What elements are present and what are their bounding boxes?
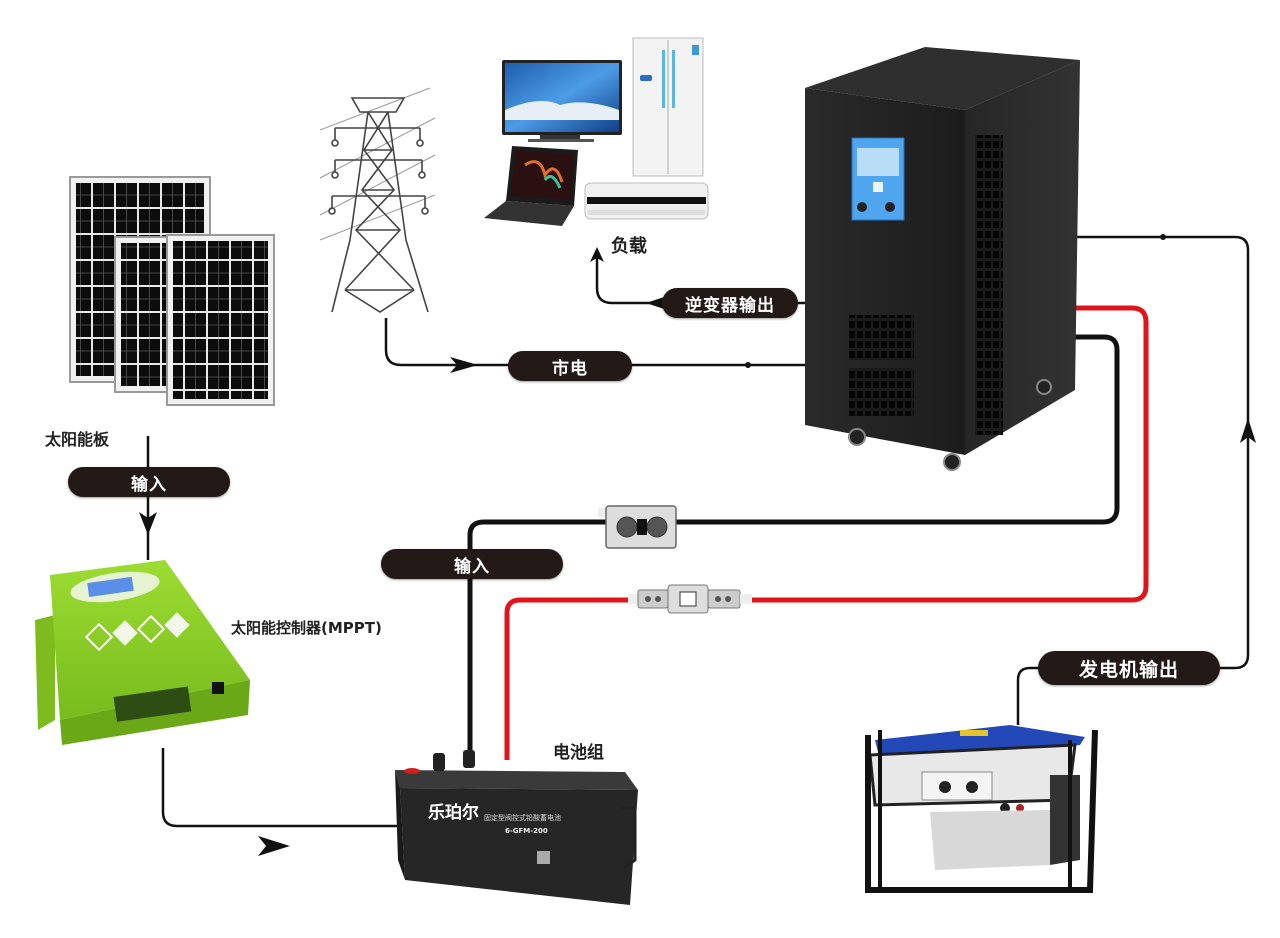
load-arrow — [590, 247, 604, 262]
breaker-icon[interactable] — [598, 505, 677, 549]
wires — [139, 234, 1256, 856]
solar-input-arrow — [139, 512, 157, 535]
load-label: 负载 — [611, 236, 647, 257]
battery-description: 固定型阀控式铅酸蓄电池 — [484, 813, 561, 822]
solar-panels — [69, 176, 275, 406]
generator-output-pill: 发电机输出 — [1038, 651, 1220, 685]
power-tower-icon — [319, 87, 436, 313]
solar-input-pill: 输入 — [68, 467, 230, 497]
battery-bank-label: 电池组 — [553, 743, 604, 763]
battery-model: 6-GFM-200 — [505, 827, 548, 835]
wire-battery-positive — [504, 305, 1149, 760]
battery-icon: 乐珀尔 固定型阀控式铅酸蓄电池 6-GFM-200 — [395, 750, 638, 905]
wire-generator-output — [1016, 235, 1250, 725]
solar-panel-label: 太阳能板 — [45, 430, 110, 449]
inverter-output-pill: 逆变器输出 — [662, 288, 798, 318]
wire-inverter-output — [595, 256, 810, 305]
wire-controller-to-battery — [161, 748, 400, 828]
appliances-icon — [484, 37, 709, 226]
grid-pill: 市电 — [508, 351, 632, 381]
battery-brand: 乐珀尔 — [428, 802, 479, 823]
generator-arrow — [1240, 418, 1256, 443]
wire-grid — [384, 318, 810, 367]
battery-input-pill: 输入 — [381, 549, 563, 579]
generator-icon — [865, 725, 1098, 893]
controller-label: 太阳能控制器(MPPT) — [231, 619, 382, 637]
inverter-icon — [805, 47, 1080, 471]
grid-arrow — [450, 357, 478, 373]
fuse-icon[interactable] — [628, 584, 752, 614]
charge-controller-icon — [35, 560, 250, 745]
wire-battery-negative — [467, 334, 1120, 760]
controller-battery-arrow — [258, 836, 290, 856]
